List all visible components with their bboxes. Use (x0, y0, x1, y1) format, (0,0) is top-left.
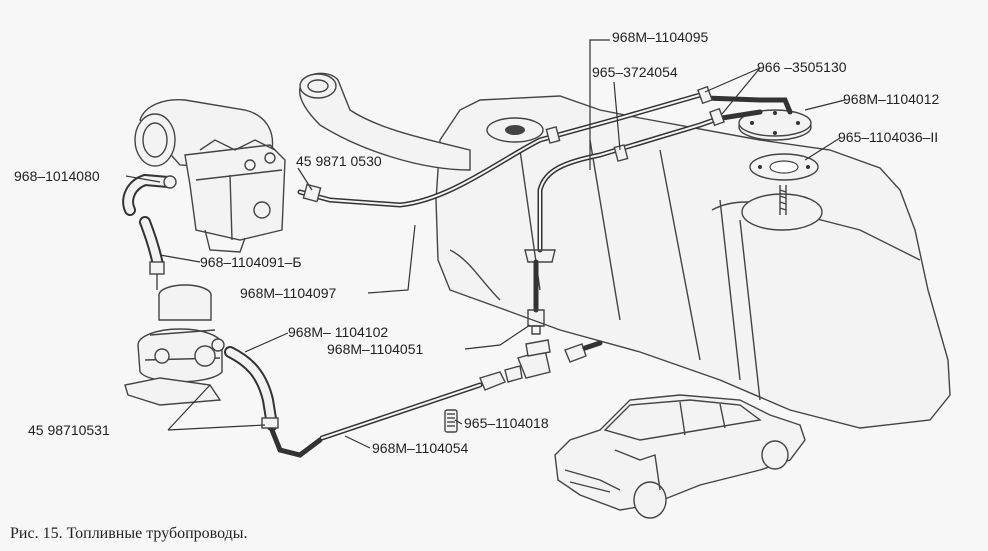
upper-fuel-pipes (297, 85, 793, 335)
label-968m-1104054: 968М–1104054 (372, 440, 468, 456)
label-968m-1104097: 968М–1104097 (240, 285, 336, 301)
fuel-pump (124, 284, 225, 406)
figure-caption: Рис. 15. Топливные трубопроводы. (10, 525, 248, 542)
label-45-9871-0530: 45 9871 0530 (296, 153, 382, 169)
part-labels: 968М–1104095 966 –3505130 965–3724054 96… (14, 29, 939, 456)
label-965-1104018: 965–1104018 (464, 415, 549, 431)
label-965-1104036-ii: 965–1104036–II (838, 129, 938, 145)
label-968m-1104102: 968М– 1104102 (288, 324, 388, 340)
sender-unit (738, 109, 819, 215)
lower-fuel-pipes (224, 339, 603, 458)
carburetor (134, 98, 286, 253)
filler-neck (298, 72, 471, 171)
label-968m-1104095: 968М–1104095 (612, 29, 708, 45)
label-968-1014080: 968–1014080 (14, 168, 100, 184)
label-968m-1104051: 968М–1104051 (327, 341, 423, 357)
label-45-98710531: 45 98710531 (28, 422, 110, 438)
label-968-1104091-b: 968–1104091–Б (200, 254, 302, 270)
label-968m-1104012: 968М–1104012 (843, 91, 939, 107)
label-966-3505130: 966 –3505130 (757, 59, 847, 75)
carburetor-hoses (122, 173, 177, 290)
label-965-3724054: 965–3724054 (592, 64, 678, 80)
fuel-tank (435, 95, 951, 429)
car-illustration (554, 394, 806, 519)
leader-lines (125, 39, 846, 449)
